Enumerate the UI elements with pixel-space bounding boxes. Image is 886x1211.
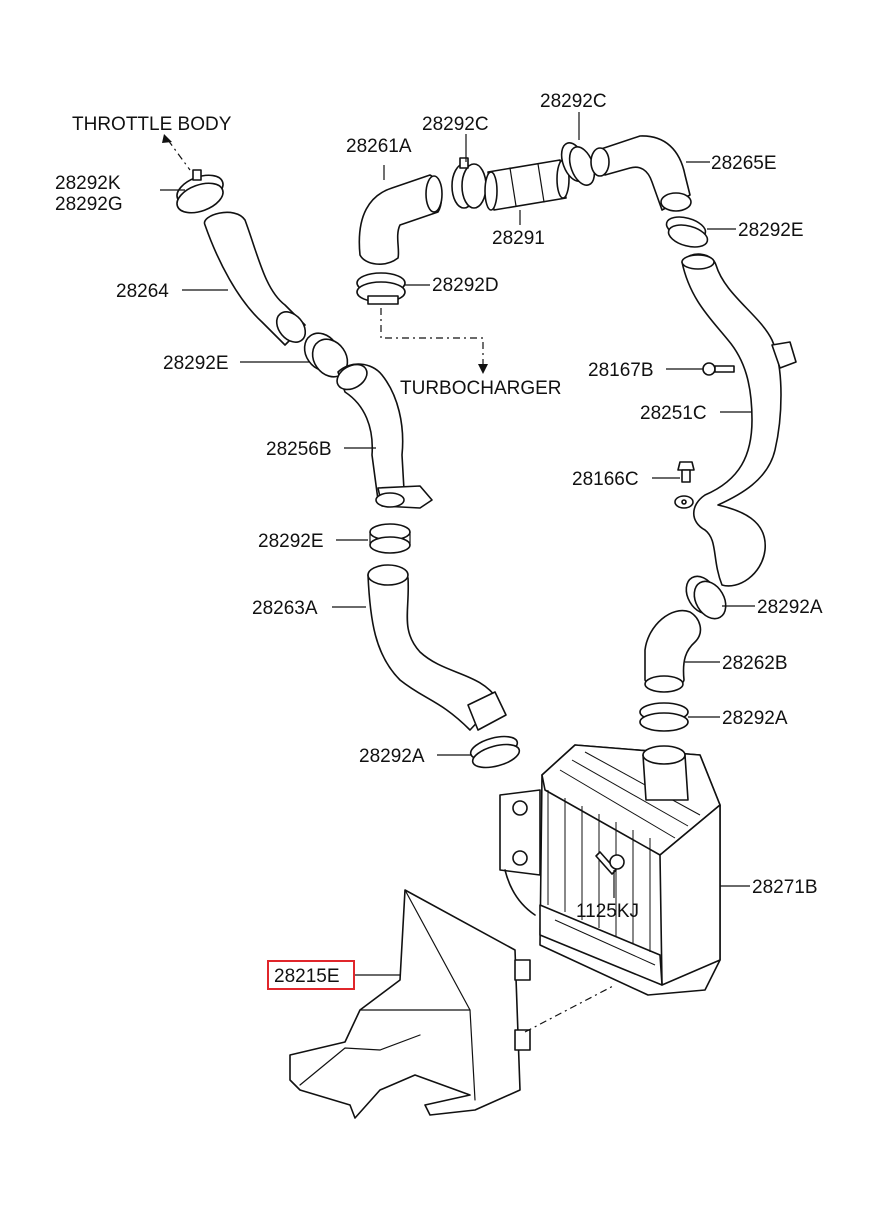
- hose-28256B[interactable]: [333, 359, 433, 509]
- label-1125KJ[interactable]: 1125KJ: [576, 901, 639, 922]
- clamp-28292A-inter[interactable]: [639, 702, 689, 732]
- clamp-28292E-mid[interactable]: [369, 523, 411, 554]
- intercooler-bracket: [499, 789, 541, 876]
- part-labels: THROTTLE BODY 28292K 28292G 28264 28292E…: [55, 91, 823, 990]
- label-28261A[interactable]: 28261A: [346, 136, 412, 157]
- label-28215E[interactable]: 28215E: [274, 966, 340, 987]
- turbocharger-arrow: [380, 308, 488, 374]
- highlight-box-28215E: [267, 960, 355, 990]
- clamp-28292D[interactable]: [356, 272, 406, 305]
- air-guide-28215E[interactable]: [289, 889, 531, 1119]
- hose-28251C[interactable]: [681, 253, 797, 587]
- throttle-body-arrow: [162, 134, 191, 171]
- label-28256B[interactable]: 28256B: [266, 439, 332, 460]
- label-28292A-right[interactable]: 28292A: [757, 597, 823, 618]
- label-28291[interactable]: 28291: [492, 228, 545, 249]
- clamp-28292E-left[interactable]: [297, 326, 354, 383]
- leader-lines: [160, 112, 755, 976]
- hose-28265E[interactable]: [590, 135, 692, 212]
- bolt-28166C[interactable]: [674, 461, 695, 509]
- air-guide-mount-dash: [524, 984, 616, 1033]
- intercooler-inlet-pipe: [642, 745, 689, 801]
- hose-28264[interactable]: [203, 211, 312, 347]
- label-28292K[interactable]: 28292K: [55, 173, 121, 194]
- label-28292D[interactable]: 28292D: [432, 275, 499, 296]
- clamp-28292A-right[interactable]: [680, 571, 732, 625]
- intercooler-fins: [547, 751, 701, 966]
- label-throttle-body: THROTTLE BODY: [72, 114, 232, 135]
- hose-28261A[interactable]: [358, 174, 443, 265]
- label-28292A-low[interactable]: 28292A: [359, 746, 425, 767]
- label-28167B[interactable]: 28167B: [588, 360, 654, 381]
- coupler-28291[interactable]: [484, 159, 570, 211]
- label-28265E[interactable]: 28265E: [711, 153, 777, 174]
- bolt-1125KJ[interactable]: [595, 851, 625, 875]
- label-28292E-left[interactable]: 28292E: [163, 353, 229, 374]
- clamp-28292E-right[interactable]: [664, 213, 710, 251]
- intercooler-28271B[interactable]: [499, 744, 721, 996]
- label-28292E-mid[interactable]: 28292E: [258, 531, 324, 552]
- label-28166C[interactable]: 28166C: [572, 469, 639, 490]
- label-28292C-left[interactable]: 28292C: [422, 114, 489, 135]
- label-28251C[interactable]: 28251C: [640, 403, 707, 424]
- label-28292A-inter[interactable]: 28292A: [722, 708, 788, 729]
- label-28292E-right[interactable]: 28292E: [738, 220, 804, 241]
- label-28262B[interactable]: 28262B: [722, 653, 788, 674]
- clamp-28292K[interactable]: [173, 169, 227, 219]
- clamp-28292A-low[interactable]: [468, 732, 522, 772]
- label-28292G[interactable]: 28292G: [55, 194, 123, 215]
- label-28264[interactable]: 28264: [116, 281, 169, 302]
- label-28292C-top[interactable]: 28292C: [540, 91, 607, 112]
- label-28263A[interactable]: 28263A: [252, 598, 318, 619]
- label-28271B[interactable]: 28271B: [752, 877, 818, 898]
- hose-28263A[interactable]: [367, 564, 507, 731]
- bolt-28167B[interactable]: [702, 362, 735, 376]
- hose-28262B[interactable]: [644, 609, 702, 693]
- clamp-28292C-left[interactable]: [451, 157, 487, 209]
- label-turbocharger: TURBOCHARGER: [400, 378, 562, 399]
